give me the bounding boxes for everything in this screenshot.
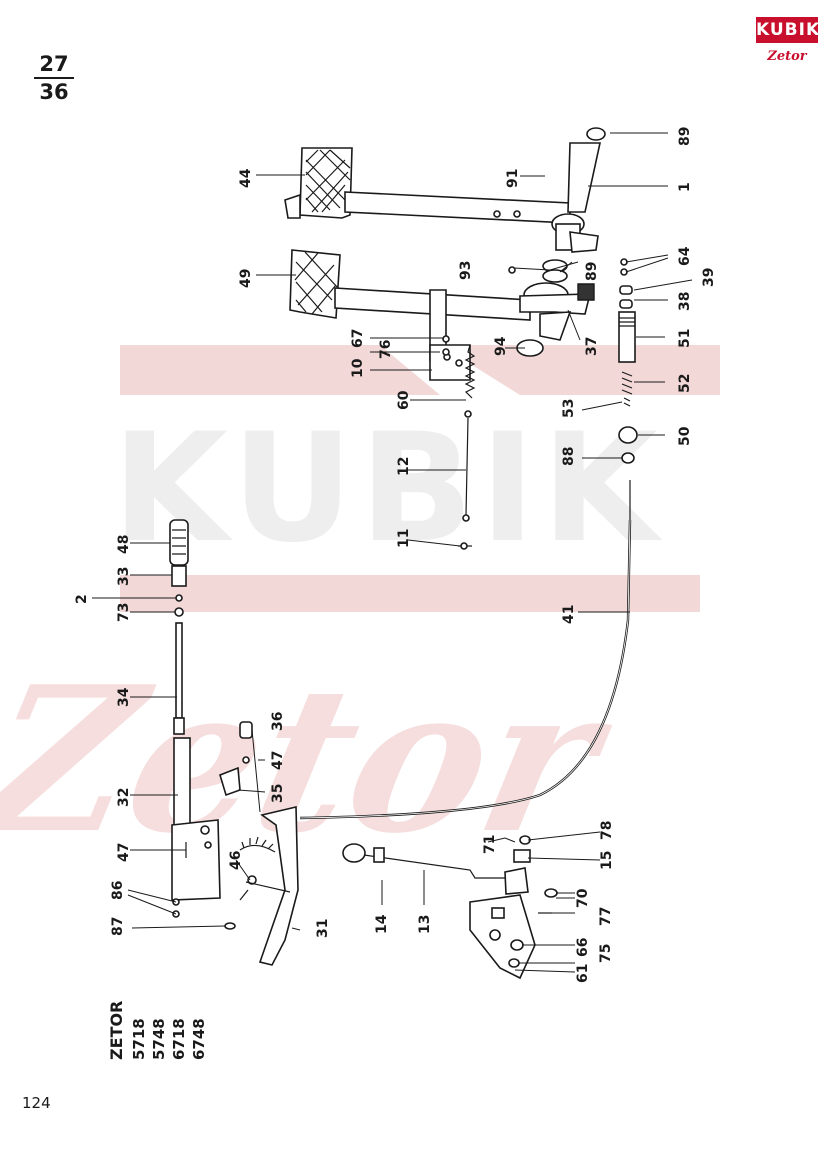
callout-37: 37 <box>584 337 600 356</box>
callout-66: 66 <box>575 938 591 957</box>
callout-61: 61 <box>575 964 591 983</box>
callout-60: 60 <box>396 390 412 410</box>
callout-94: 94 <box>493 336 509 356</box>
callout-44: 44 <box>238 168 254 188</box>
callout-11: 11 <box>396 529 412 548</box>
callout-89-mid: 89 <box>584 262 600 281</box>
pedal-assembly-upper <box>284 127 606 253</box>
callout-64: 64 <box>677 246 693 266</box>
model-6718: 6718 <box>170 1018 188 1060</box>
fraction-bar <box>34 77 74 79</box>
spring-rod-parts <box>458 344 476 550</box>
lower-linkage-parts <box>342 835 558 980</box>
callout-32: 32 <box>116 788 132 807</box>
model-5748: 5748 <box>150 1018 168 1060</box>
callout-13: 13 <box>417 915 433 934</box>
pedal-assembly-lower <box>289 249 595 381</box>
callout-51: 51 <box>677 329 693 348</box>
callout-labels: 89 1 91 44 49 93 89 64 39 38 37 94 51 67… <box>74 127 717 983</box>
callout-89-top: 89 <box>677 127 693 146</box>
callout-93: 93 <box>458 261 474 280</box>
callout-35: 35 <box>270 784 286 803</box>
kubik-zetor-logo: KUBIK Zetor <box>756 17 821 69</box>
callout-leaders <box>92 132 693 973</box>
callout-38: 38 <box>677 292 693 311</box>
callout-87: 87 <box>110 917 126 936</box>
page-fraction-numerator: 27 <box>39 52 69 76</box>
callout-47-lower: 47 <box>116 843 132 862</box>
watermark-zetor: Zetor <box>0 642 630 877</box>
callout-73: 73 <box>116 603 132 622</box>
hand-lever-parts <box>169 519 236 930</box>
callout-10: 10 <box>350 358 366 378</box>
callout-86: 86 <box>110 881 126 900</box>
callout-34: 34 <box>116 687 132 707</box>
logo-sub-brand-text: Zetor <box>767 49 807 64</box>
model-5718: 5718 <box>130 1018 148 1060</box>
callout-53: 53 <box>561 399 577 418</box>
callout-12: 12 <box>396 457 412 476</box>
page-fraction: 27 36 <box>32 54 76 103</box>
callout-91: 91 <box>505 169 521 188</box>
logo-brand-text: KUBIK <box>756 20 821 40</box>
page-fraction-denominator: 36 <box>39 80 69 104</box>
logo-top-band: KUBIK <box>756 17 821 43</box>
model-brand: ZETOR <box>107 1001 126 1060</box>
callout-77: 77 <box>598 907 614 926</box>
callout-15: 15 <box>599 851 615 870</box>
callout-49: 49 <box>238 269 254 288</box>
callout-71: 71 <box>482 835 498 854</box>
page-number: 124 <box>22 1094 51 1112</box>
model-6748: 6748 <box>190 1018 208 1060</box>
callout-36: 36 <box>270 712 286 731</box>
callout-31: 31 <box>315 919 331 938</box>
callout-76: 76 <box>378 340 394 359</box>
callout-46: 46 <box>228 851 244 870</box>
callout-47-upper: 47 <box>270 751 286 770</box>
callout-52: 52 <box>677 374 693 393</box>
callout-78: 78 <box>599 821 615 840</box>
callout-67: 67 <box>350 329 366 348</box>
callout-33: 33 <box>116 567 132 586</box>
callout-70: 70 <box>575 888 591 908</box>
callout-14: 14 <box>374 914 390 934</box>
callout-1: 1 <box>677 182 693 192</box>
callout-48: 48 <box>116 535 132 554</box>
callout-88: 88 <box>561 447 577 466</box>
callout-39: 39 <box>701 268 717 287</box>
callout-50: 50 <box>677 426 693 446</box>
callout-41: 41 <box>561 605 577 624</box>
model-list: ZETOR 5718 5748 6718 6748 <box>92 988 222 1060</box>
watermark-kubik: KUBIK <box>112 402 664 576</box>
callout-75: 75 <box>598 944 614 963</box>
callout-2: 2 <box>74 594 90 604</box>
watermark: KUBIK Zetor <box>0 345 720 877</box>
